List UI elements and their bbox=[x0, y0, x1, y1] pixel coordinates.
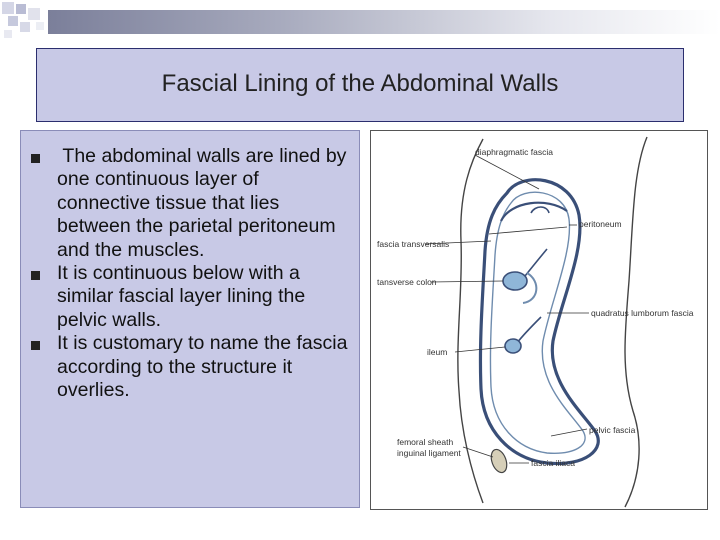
bullet-item: It is customary to name the fascia accor… bbox=[21, 332, 349, 402]
label-pelvic-fascia: pelvic fascia bbox=[589, 425, 636, 435]
label-femoral-sheath: femoral sheath bbox=[397, 437, 453, 447]
leader-lines bbox=[424, 154, 589, 464]
bullet-text: It is continuous below with a similar fa… bbox=[57, 262, 306, 331]
ileum-mesentery bbox=[516, 316, 542, 344]
slide-title: Fascial Lining of the Abdominal Walls bbox=[161, 70, 559, 97]
label-diaphragmatic-fascia: diaphragmatic fascia bbox=[475, 147, 553, 157]
fascia-lining-outer bbox=[478, 178, 600, 466]
diaphragm-hook bbox=[530, 206, 550, 214]
fascia-lining-inner bbox=[489, 191, 586, 454]
diagram-svg: diaphragmatic fascia peritoneum fascia t… bbox=[377, 136, 694, 508]
bullet-item: The abdominal walls are lined by one con… bbox=[21, 145, 349, 262]
square-bullet-icon bbox=[31, 271, 40, 281]
bullet-item: It is continuous below with a similar fa… bbox=[21, 262, 349, 332]
back-outline bbox=[624, 136, 648, 508]
title-box: Fascial Lining of the Abdominal Walls bbox=[36, 48, 684, 122]
bullet-text: It is customary to name the fascia accor… bbox=[57, 332, 348, 402]
body-outline bbox=[457, 138, 484, 504]
bullet-list: The abdominal walls are lined by one con… bbox=[21, 131, 359, 402]
label-fascia-transversalis: fascia transversalis bbox=[377, 239, 449, 249]
label-peritoneum: peritoneum bbox=[579, 219, 622, 229]
transverse-colon bbox=[502, 271, 528, 291]
corner-squares-decoration bbox=[2, 2, 44, 38]
ileum bbox=[504, 338, 522, 354]
label-inguinal-ligament: inguinal ligament bbox=[397, 448, 461, 458]
square-bullet-icon bbox=[31, 341, 40, 351]
anatomy-diagram: diaphragmatic fascia peritoneum fascia t… bbox=[370, 130, 708, 510]
square-bullet-icon bbox=[31, 154, 40, 163]
label-quadratus-lumborum-fascia: quadratus lumborum fascia bbox=[591, 308, 694, 318]
header-gradient-bar bbox=[48, 10, 720, 34]
label-ileum: ileum bbox=[427, 347, 447, 357]
diaphragm bbox=[500, 201, 568, 222]
label-fascia-iliaca: fascia iliaca bbox=[531, 458, 575, 468]
bullet-text: The abdominal walls are lined by one con… bbox=[57, 145, 352, 261]
bullet-panel: The abdominal walls are lined by one con… bbox=[20, 130, 360, 508]
femoral-sheath-structure bbox=[490, 448, 508, 474]
colon-loop bbox=[522, 272, 538, 304]
label-transverse-colon: tansverse colon bbox=[377, 277, 437, 287]
